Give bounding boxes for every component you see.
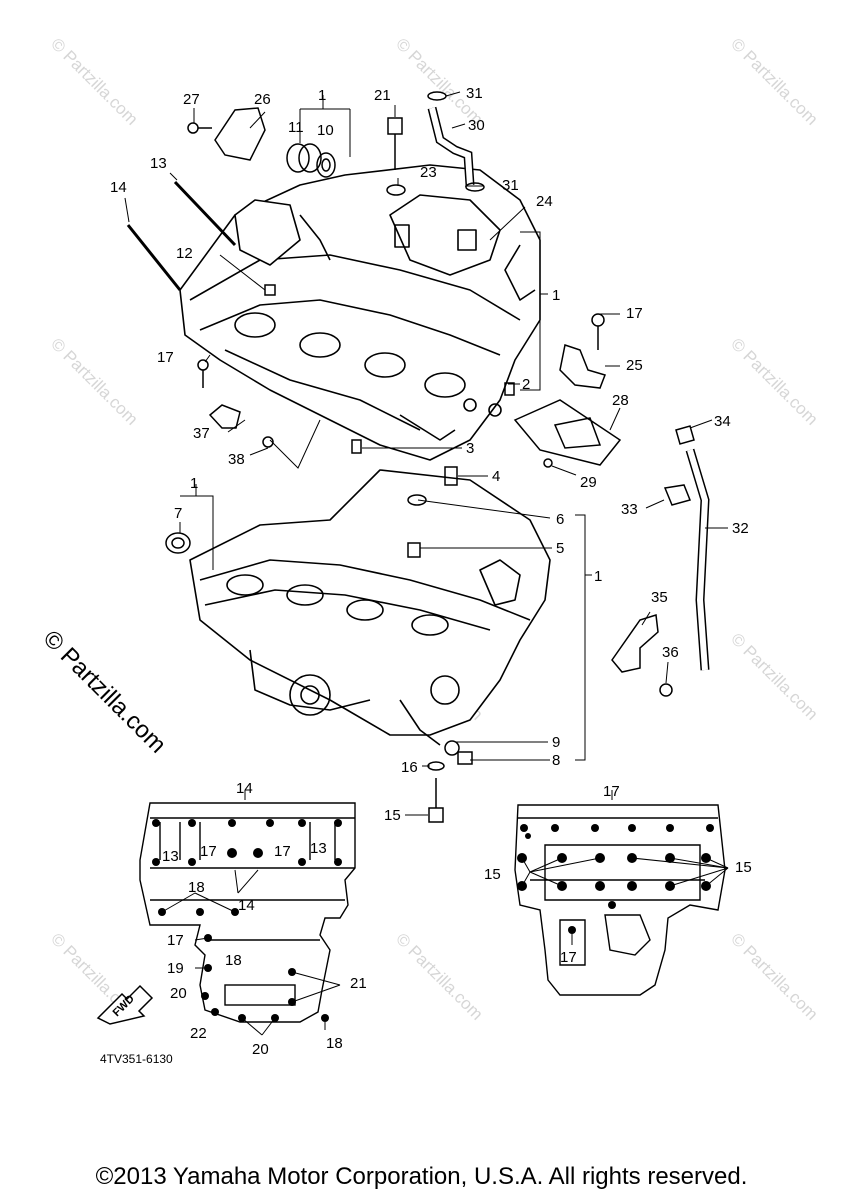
bolt-callout-18c: 18 xyxy=(326,1035,343,1052)
callout-37: 37 xyxy=(193,425,210,442)
side-watermark: © Partzilla.com xyxy=(38,625,171,758)
watermark: © Partzilla.com xyxy=(392,929,486,1023)
callout-17b: 17 xyxy=(157,349,174,366)
bolt-callout-17d: 17 xyxy=(603,783,620,800)
bolt-callout-14: 14 xyxy=(236,780,253,797)
fwd-arrow: FWD xyxy=(96,984,154,1025)
callout-31: 31 xyxy=(466,85,483,102)
watermark: © Partzilla.com xyxy=(727,34,821,128)
callout-7: 7 xyxy=(174,505,182,522)
callout-24: 24 xyxy=(536,193,553,210)
bolt-callout-17c: 17 xyxy=(167,932,184,949)
callout-6: 6 xyxy=(556,511,564,528)
callout-21: 21 xyxy=(374,87,391,104)
callout-25: 25 xyxy=(626,357,643,374)
callout-8: 8 xyxy=(552,752,560,769)
bolt-callout-21: 21 xyxy=(350,975,367,992)
callout-36: 36 xyxy=(662,644,679,661)
bolt-callout-20: 20 xyxy=(170,985,187,1002)
callout-13: 13 xyxy=(150,155,167,172)
callout-16: 16 xyxy=(401,759,418,776)
watermark: © Partzilla.com xyxy=(727,629,821,723)
copyright-notice: ©2013 Yamaha Motor Corporation, U.S.A. A… xyxy=(95,1163,748,1190)
leader-lines xyxy=(124,91,728,816)
diagram-code: 4TV351-6130 xyxy=(100,1052,173,1066)
bolt-dots-right xyxy=(517,824,714,934)
callout-34: 34 xyxy=(714,413,731,430)
callout-1b: 1 xyxy=(552,287,560,304)
callout-15: 15 xyxy=(384,807,401,824)
watermark: © Partzilla.com xyxy=(727,334,821,428)
callout-35: 35 xyxy=(651,589,668,606)
callout-10: 10 xyxy=(317,122,334,139)
bolt-callout-17e: 17 xyxy=(560,949,577,966)
exploded-parts-diagram: © Partzilla.com © Partzilla.com © Partzi… xyxy=(38,34,822,1066)
small-parts xyxy=(126,91,710,823)
bolt-callout-18b: 18 xyxy=(225,952,242,969)
callout-26: 26 xyxy=(254,91,271,108)
bolt-callout-15: 15 xyxy=(484,866,501,883)
callout-1d: 1 xyxy=(594,568,602,585)
bolt-callout-13: 13 xyxy=(162,848,179,865)
callout-29: 29 xyxy=(580,474,597,491)
callout-labels: 1 27 26 11 10 21 31 30 13 23 31 14 24 12… xyxy=(110,85,749,824)
bolt-callout-19: 19 xyxy=(167,960,184,977)
callout-3: 3 xyxy=(466,440,474,457)
bolt-callout-14b: 14 xyxy=(238,897,255,914)
callout-5: 5 xyxy=(556,540,564,557)
callout-2: 2 xyxy=(522,376,530,393)
bolt-dots xyxy=(152,819,342,1022)
lower-left-bolt-diagram: 14 13 17 17 13 18 14 17 18 19 20 21 22 2… xyxy=(139,780,367,1058)
callout-38: 38 xyxy=(228,451,245,468)
callout-28: 28 xyxy=(612,392,629,409)
callout-11: 11 xyxy=(288,119,304,136)
callout-12: 12 xyxy=(176,245,193,262)
bolt-callout-15b: 15 xyxy=(735,859,752,876)
callout-30: 30 xyxy=(468,117,485,134)
watermark: © Partzilla.com xyxy=(392,34,486,128)
callout-17: 17 xyxy=(626,305,643,322)
bolt-callout-17b: 17 xyxy=(274,843,291,860)
lower-crankcase xyxy=(189,469,551,746)
callout-9: 9 xyxy=(552,734,560,751)
callout-27: 27 xyxy=(183,91,200,108)
callout-33: 33 xyxy=(621,501,638,518)
upper-crankcase xyxy=(179,164,541,461)
bolt-callout-13b: 13 xyxy=(310,840,327,857)
callout-1: 1 xyxy=(318,87,326,104)
callout-32: 32 xyxy=(732,520,749,537)
watermark: © Partzilla.com xyxy=(47,34,141,128)
bolt-callout-18: 18 xyxy=(188,879,205,896)
callout-14: 14 xyxy=(110,179,127,196)
callout-23: 23 xyxy=(420,164,437,181)
bolt-callout-22: 22 xyxy=(190,1025,207,1042)
bolt-callout-17: 17 xyxy=(200,843,217,860)
watermark: © Partzilla.com xyxy=(727,929,821,1023)
callout-4: 4 xyxy=(492,468,500,485)
bolt-callout-20b: 20 xyxy=(252,1041,269,1058)
callout-31b: 31 xyxy=(502,177,519,194)
watermark: © Partzilla.com xyxy=(47,334,141,428)
callout-1c: 1 xyxy=(190,475,198,492)
lower-right-bolt-diagram: 17 15 15 17 xyxy=(484,783,752,996)
